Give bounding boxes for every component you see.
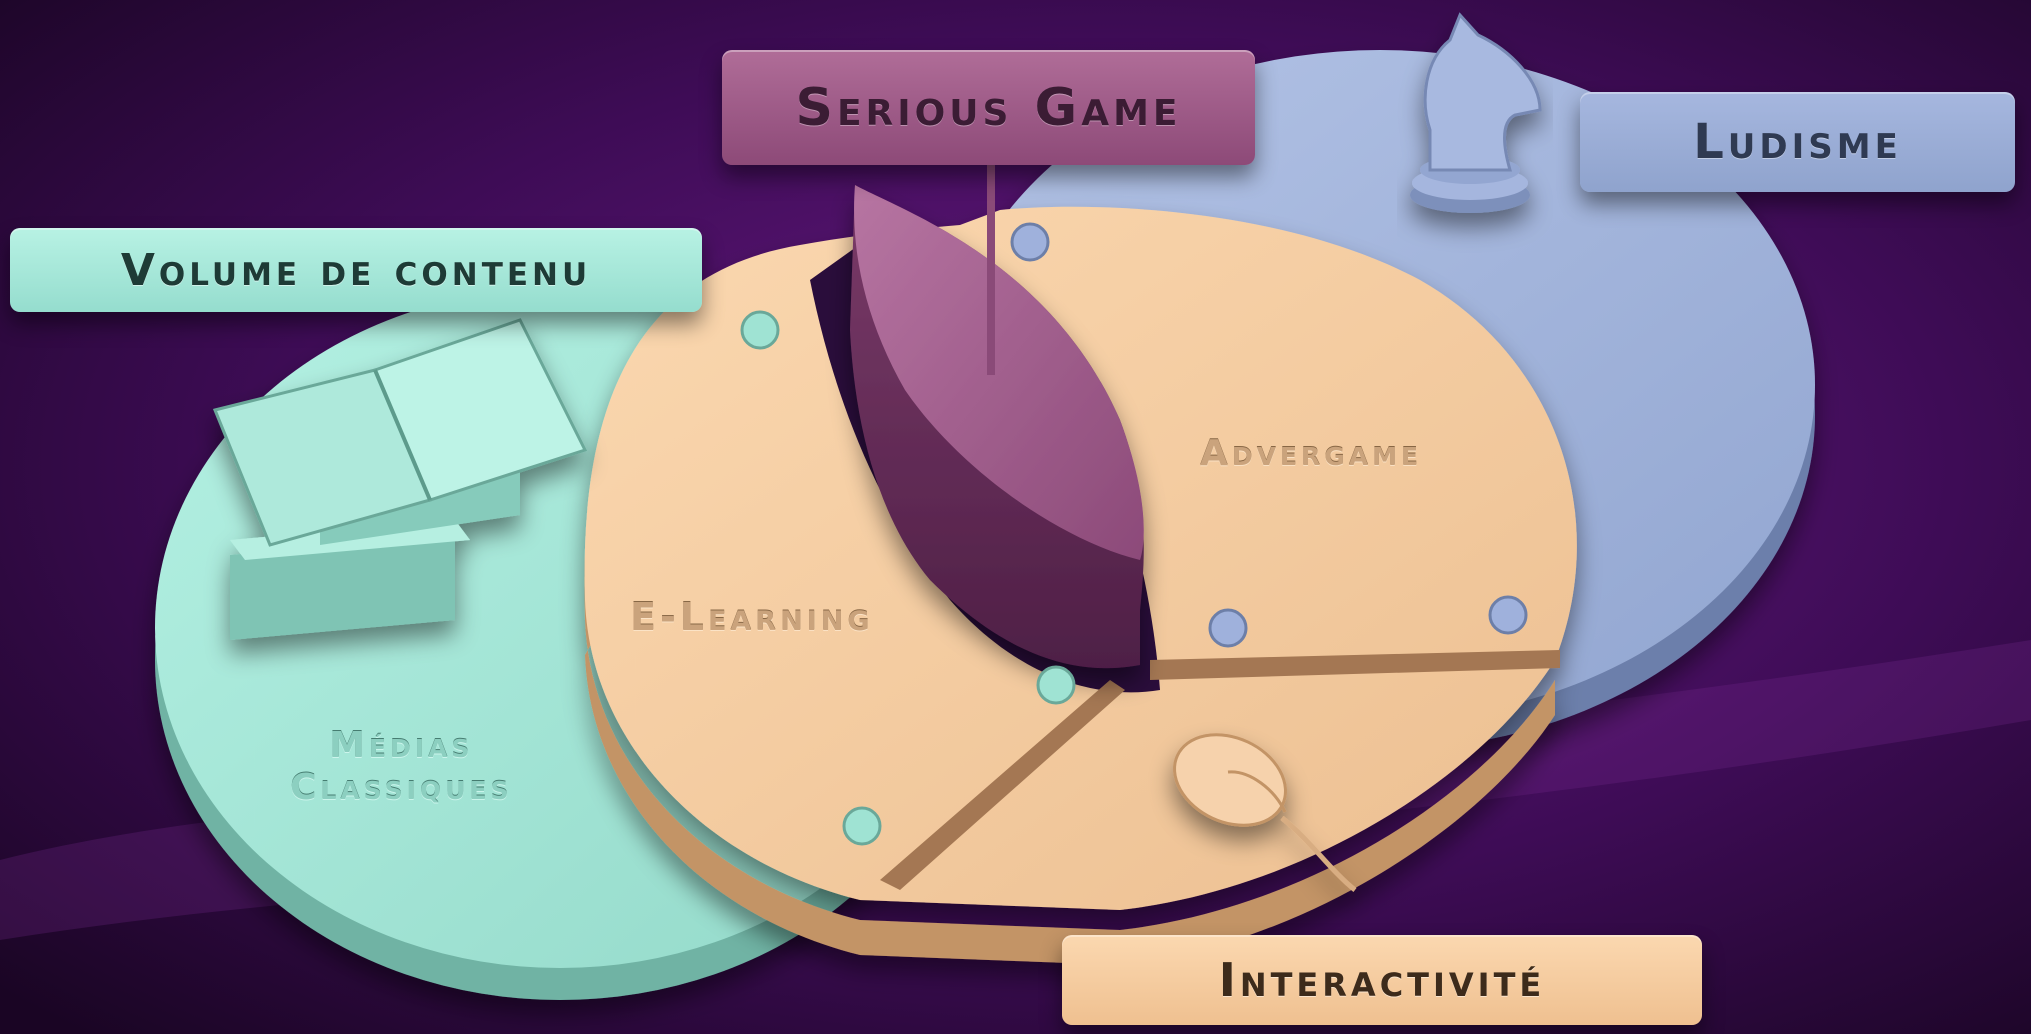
- ludisme-label: Ludisme: [1580, 92, 2015, 192]
- volume-de-contenu-label: Volume de contenu: [10, 228, 702, 312]
- serious-game-label: Serious Game: [722, 50, 1255, 165]
- medias-classiques-region-label: Médias Classiques: [290, 725, 513, 809]
- interactivite-label: Interactivité: [1062, 935, 1702, 1025]
- elearning-region-label: E-Learning: [630, 595, 873, 639]
- serious-game-pole: [987, 160, 995, 375]
- medias-line-2: Classiques: [290, 767, 513, 809]
- advergame-region-label: Advergame: [1200, 433, 1422, 474]
- medias-line-1: Médias: [290, 725, 513, 767]
